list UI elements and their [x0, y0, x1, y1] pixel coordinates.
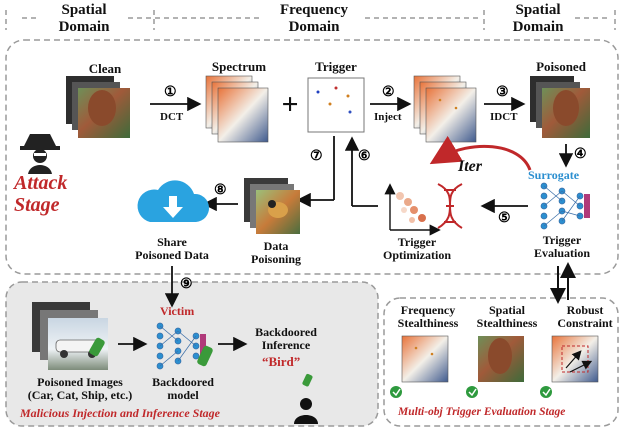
poisoned-images-label: Poisoned Images (Car, Cat, Ship, etc.) — [27, 375, 133, 402]
step-8: ⑧ — [214, 183, 227, 198]
dna-icon — [437, 183, 463, 229]
step-1: ① — [164, 85, 177, 100]
inject-label: Inject — [374, 111, 402, 123]
data-poisoning-label: Data Poisoning — [250, 239, 301, 266]
step-4: ④ — [574, 147, 587, 162]
attack-stage-panel — [5, 39, 619, 275]
iter-label: Iter — [458, 158, 482, 175]
dct-label: DCT — [160, 111, 184, 123]
injected-spectrum-stack — [413, 75, 477, 143]
spectrum-stack — [205, 75, 269, 143]
evaluation-stage-panel — [383, 297, 619, 427]
data-poisoning-stack — [244, 178, 300, 234]
header-frequency-domain: Frequency Domain — [279, 2, 349, 35]
backdoored-model-label: Backdoored model — [152, 375, 214, 402]
trigger-pattern — [307, 77, 365, 133]
step-7: ⑦ — [310, 149, 323, 164]
plus-sign: + — [281, 88, 299, 121]
robust-constraint-label: Robust Constraint — [557, 303, 613, 330]
poison-bottle-icon — [302, 373, 313, 387]
frequency-stealthiness-image — [401, 335, 449, 383]
header-dividers — [5, 10, 616, 30]
spatial-stealthiness-image — [478, 336, 524, 382]
backdoored-inference-label: Backdoored Inference — [255, 325, 317, 352]
idct-label: IDCT — [490, 111, 518, 123]
injection-stage-title: Malicious Injection and Inference Stage — [20, 406, 221, 420]
poison-bottle-icon — [197, 345, 213, 367]
hacker-icon — [20, 134, 60, 174]
evaluation-stage-title: Multi-obj Trigger Evaluation Stage — [398, 406, 566, 418]
step-5: ⑤ — [498, 211, 511, 226]
poisoned-image-stack — [530, 76, 590, 138]
clean-image-stack — [66, 76, 130, 138]
header-spatial-domain-right: Spatial Domain — [512, 2, 564, 35]
spatial-stealthiness-label: Spatial Stealthiness — [476, 303, 538, 330]
step-3: ③ — [496, 85, 509, 100]
victim-label: Victim — [160, 304, 195, 318]
attack-stage-label: Attack Stage — [14, 172, 68, 216]
check-icon — [466, 386, 478, 398]
robust-constraint-image — [551, 335, 599, 383]
user-icon — [294, 398, 318, 424]
share-poisoned-data-label: Share Poisoned Data — [135, 235, 209, 262]
bird-prediction: “Bird” — [262, 354, 301, 369]
trigger-optimization-plot — [384, 183, 441, 236]
surrogate-network-icon — [540, 182, 590, 230]
trigger-label: Trigger — [315, 59, 357, 74]
victim-network-icon — [156, 322, 206, 370]
step-9: ⑨ — [180, 277, 193, 292]
step-6: ⑥ — [358, 149, 371, 164]
iteration-arrow — [429, 135, 532, 171]
trigger-optimization-label: Trigger Optimization — [383, 235, 451, 262]
trigger-evaluation-label: Trigger Evaluation — [533, 233, 590, 260]
poison-bottle-icon — [89, 337, 105, 357]
poisoned-label: Poisoned — [536, 59, 586, 74]
cloud-download-icon — [137, 180, 210, 222]
step-2: ② — [382, 85, 395, 100]
check-icon — [390, 386, 402, 398]
surrogate-label: Surrogate — [528, 168, 580, 182]
spectrum-label: Spectrum — [211, 59, 267, 74]
header-spatial-domain-left: Spatial Domain — [58, 2, 110, 35]
check-icon — [540, 386, 552, 398]
clean-label: Clean — [88, 61, 122, 76]
frequency-stealthiness-label: Frequency Stealthiness — [397, 303, 459, 330]
poisoned-images-stack — [32, 302, 108, 370]
